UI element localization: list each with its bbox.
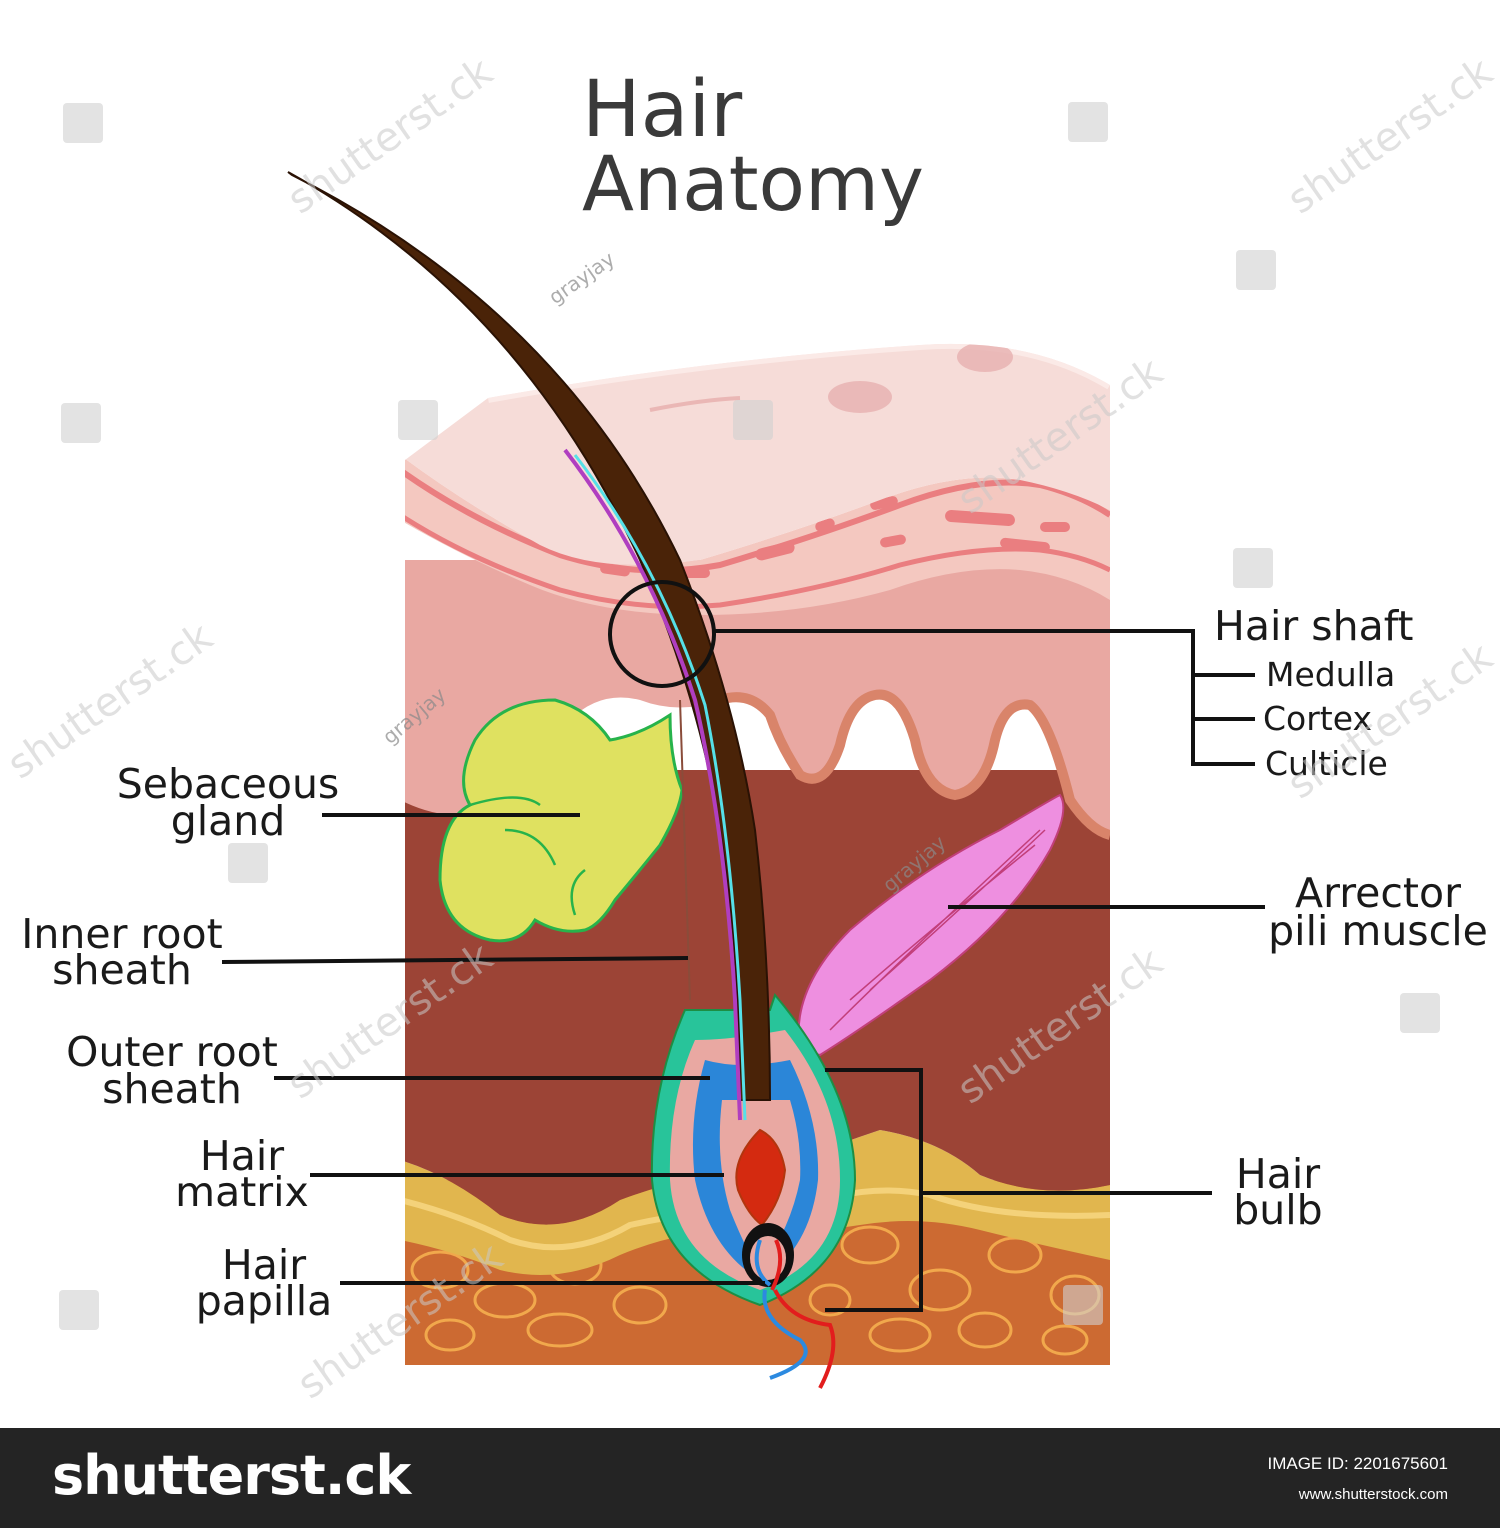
watermark-shutterstock: shutterst.ck xyxy=(279,48,501,223)
medulla-line xyxy=(563,448,742,1121)
label-outer-root-1: Outer root xyxy=(66,1028,278,1076)
cortex-line xyxy=(573,454,747,1121)
label-sebaceous-1: Sebaceous xyxy=(117,760,340,808)
label-sebaceous-2: gland xyxy=(171,797,286,845)
label-hair-matrix-1: Hair xyxy=(200,1132,284,1180)
label-hair-matrix-2: matrix xyxy=(175,1168,309,1216)
watermark-shutterstock: shutterst.ck xyxy=(1279,48,1500,223)
watermark-squares xyxy=(59,102,1440,1330)
labels: Hair shaft Medulla Cortex Culticle Sebac… xyxy=(21,602,1488,1325)
label-hair-papilla-1: Hair xyxy=(222,1241,306,1289)
label-outer-root-2: sheath xyxy=(102,1065,242,1113)
hair-papilla xyxy=(742,1223,794,1291)
artery xyxy=(773,1289,836,1389)
hair-shaft-callout-circle xyxy=(608,580,716,688)
basal-cells xyxy=(481,496,1070,578)
footer-bar: shutterst.ck IMAGE ID: 2201675601 www.sh… xyxy=(0,1428,1500,1528)
arrector-pili-muscle xyxy=(797,793,1065,1057)
footer-image-id: IMAGE ID: 2201675601 xyxy=(1267,1454,1448,1473)
footer-brand-logo: shutterst.ck xyxy=(52,1444,411,1507)
label-hair-papilla-2: papilla xyxy=(196,1277,332,1325)
label-arrector-2: pili muscle xyxy=(1268,907,1488,955)
label-arrector-1: Arrector xyxy=(1295,869,1461,917)
vein xyxy=(762,1289,808,1380)
label-cortex: Cortex xyxy=(1263,699,1372,738)
label-hair-bulb-2: bulb xyxy=(1233,1186,1322,1234)
title-line-2: Anatomy xyxy=(582,139,924,228)
label-medulla: Medulla xyxy=(1266,655,1395,694)
label-inner-root-2: sheath xyxy=(52,946,192,994)
label-inner-root-1: Inner root xyxy=(21,910,222,958)
leader-lines xyxy=(221,629,1265,1312)
watermark-author: grayjay xyxy=(544,247,619,310)
hair-shaft xyxy=(287,171,772,1121)
hair-follicle xyxy=(650,992,857,1389)
label-hair-bulb-1: Hair xyxy=(1236,1150,1320,1198)
sebaceous-gland xyxy=(438,698,684,943)
title: Hair Anatomy xyxy=(582,65,924,228)
label-cuticle: Culticle xyxy=(1265,744,1388,783)
footer-site-url: www.shutterstock.com xyxy=(1298,1486,1448,1503)
label-hair-shaft: Hair shaft xyxy=(1214,602,1414,650)
title-line-1: Hair xyxy=(582,65,743,155)
